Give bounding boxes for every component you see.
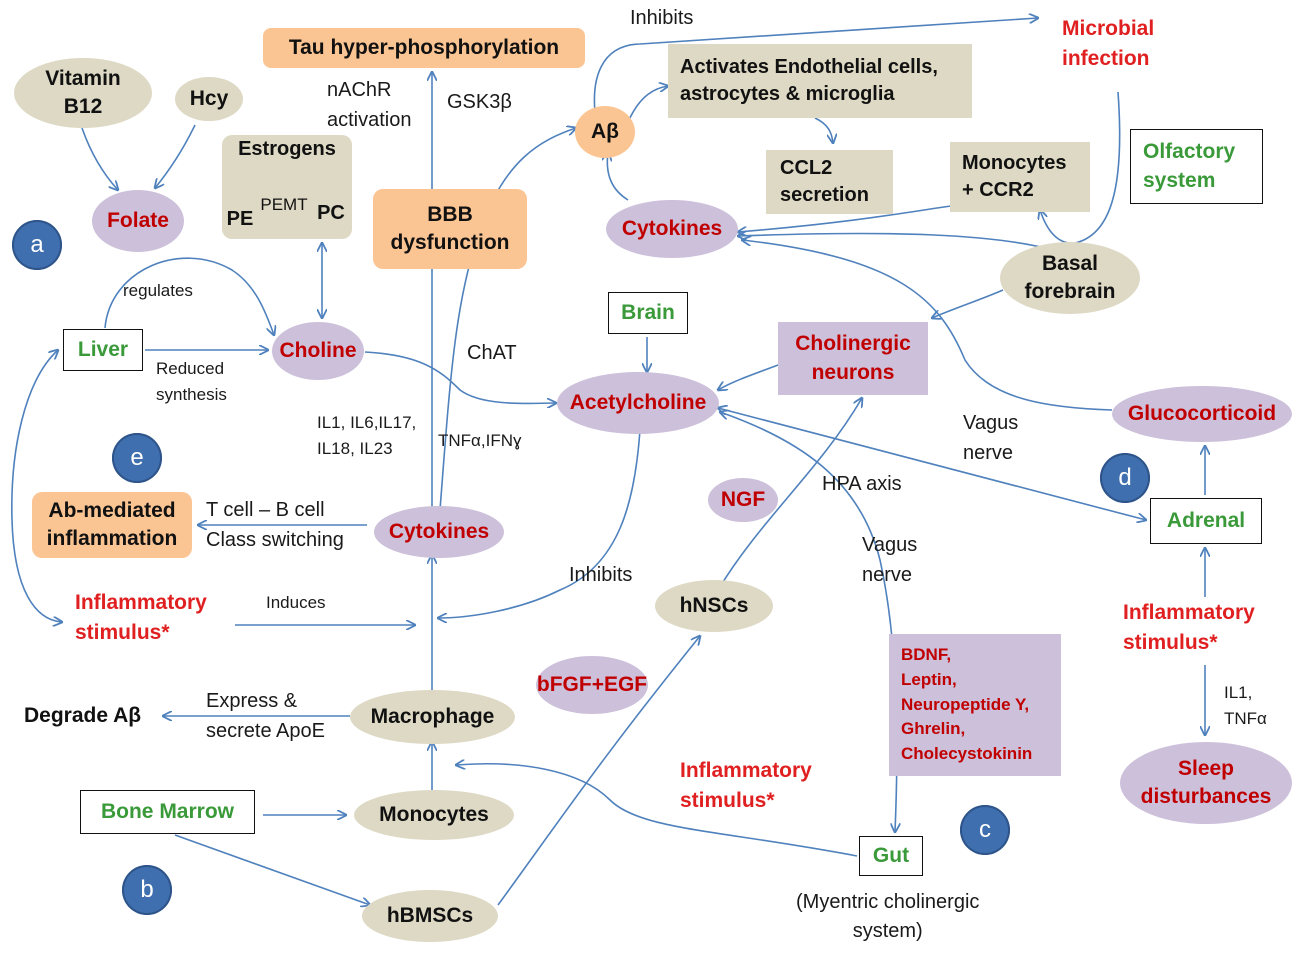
node-ccl2: CCL2 secretion [766,150,893,214]
node-acetylcholine: Acetylcholine [557,372,719,434]
label-vagus-right: Vagus nerve [963,412,1019,464]
arrow-cholinergic-acetylcholine [718,364,779,390]
label-chat: ChAT [467,342,517,364]
node-brain: Brain [608,292,688,334]
node-cytokines-top: Cytokines [606,200,738,258]
label-tcell-bcell: T cell – B cell Class switching [206,499,344,551]
node-cholinergic-neurons: Cholinergic neurons [778,322,928,395]
node-estrogens: Estrogens [238,137,336,160]
label-express-apoe: Express & secrete ApoE [206,690,325,742]
panel-marker-d: d [1100,453,1150,503]
label-hpa-axis: HPA axis [822,473,902,495]
arrow-b12-folate [81,127,118,190]
node-hbmscs: hBMSCs [362,890,498,942]
arrow-acetylcholine-inhibits [438,429,641,618]
arrow-abeta-activates [627,86,668,123]
node-bone-marrow: Bone Marrow [80,790,255,834]
arrow-activates-ccl2 [814,117,833,143]
node-adrenal: Adrenal [1150,498,1262,544]
node-inflammatory-right: Inflammatory stimulus* [1123,601,1255,655]
panel-marker-c: c [960,805,1010,855]
arrow-choline-acetylcholine [364,351,556,404]
node-hcy: Hcy [175,77,243,121]
node-liver: Liver [63,329,143,371]
label-reduced-synthesis: Reduced synthesis [156,359,227,404]
node-pc: PC [317,201,345,224]
node-gut: Gut [859,836,923,876]
node-macrophage: Macrophage [350,690,515,744]
node-olfactory: Olfactory system [1130,129,1263,204]
node-inflammatory-left: Inflammatory stimulus* [75,591,207,645]
arrow-microbial-basal [1040,91,1121,244]
node-glucocorticoid: Glucocorticoid [1112,386,1292,442]
label-vagus-center: Vagus nerve [862,534,918,586]
node-ngf: NGF [708,478,778,522]
arrow-liver-regulates-choline [104,257,274,335]
node-bbb: BBB dysfunction [373,189,527,269]
label-induces: Induces [266,593,326,612]
label-inhibits-top: Inhibits [630,7,694,29]
node-vitamin-b12: Vitamin B12 [14,58,152,128]
node-hnscs: hNSCs [655,580,773,632]
label-inhibits-mid: Inhibits [569,564,633,586]
panel-marker-e: e [112,433,162,483]
node-bfgf-egf: bFGF+EGF [536,656,648,714]
arrow-monocytes-cytokines [738,204,959,232]
node-abeta: Aβ [575,106,635,158]
node-inflammatory-center: Inflammatory stimulus* [680,759,812,813]
node-microbial-infection: Microbial infection [1062,17,1155,71]
node-pe: PE [226,207,254,230]
label-nachr-activation: nAChR activation [327,79,412,131]
node-degrade-abeta: Degrade Aβ [24,704,142,727]
node-choline: Choline [272,322,364,380]
label-gsk3b: GSK3β [447,91,512,113]
node-ab-inflammation: Ab-mediated inflammation [32,492,192,558]
arrow-gut-macrophage [456,764,858,857]
node-monocytes-ccr2: Monocytes + CCR2 [950,142,1090,212]
arrow-hcy-folate [155,124,196,188]
panel-marker-a: a [12,220,62,270]
node-sleep: Sleep disturbances [1120,742,1292,824]
node-cytokines-mid: Cytokines [374,506,504,558]
arrow-basal-cytokines [738,233,1046,249]
panel-marker-b: b [122,865,172,915]
label-regulates: regulates [123,281,193,300]
node-activates: Activates Endothelial cells, astrocytes … [668,44,972,118]
arrow-bonemarrow-hbmscs [174,834,370,905]
arrow-liver-inflammation [11,350,62,622]
arrow-abeta-inhibits-microbial [593,18,1038,113]
node-monocytes: Monocytes [354,790,514,840]
arrow-hbmscs-hnscs [497,636,700,906]
label-myentric: (Myentric cholinergic system) [796,891,980,942]
label-interleukins: IL1, IL6,IL17, IL18, IL23 [317,413,417,458]
node-folate: Folate [92,190,184,252]
arrow-cytokines-abeta [607,152,629,201]
arrow-basal-cholinergic [932,289,1004,318]
label-il1-tnf: IL1, TNFα [1224,683,1267,728]
pemt-label: PEMT [260,194,308,214]
label-tnf-ifn: TNFα,IFNɣ [438,431,522,450]
node-gut-factors: BDNF, Leptin, Neuropeptide Y, Ghrelin, C… [889,634,1061,776]
node-basal-forebrain: Basal forebrain [1000,242,1140,314]
node-tau: Tau hyper-phosphorylation [263,28,585,68]
estrogens-box [222,135,352,239]
